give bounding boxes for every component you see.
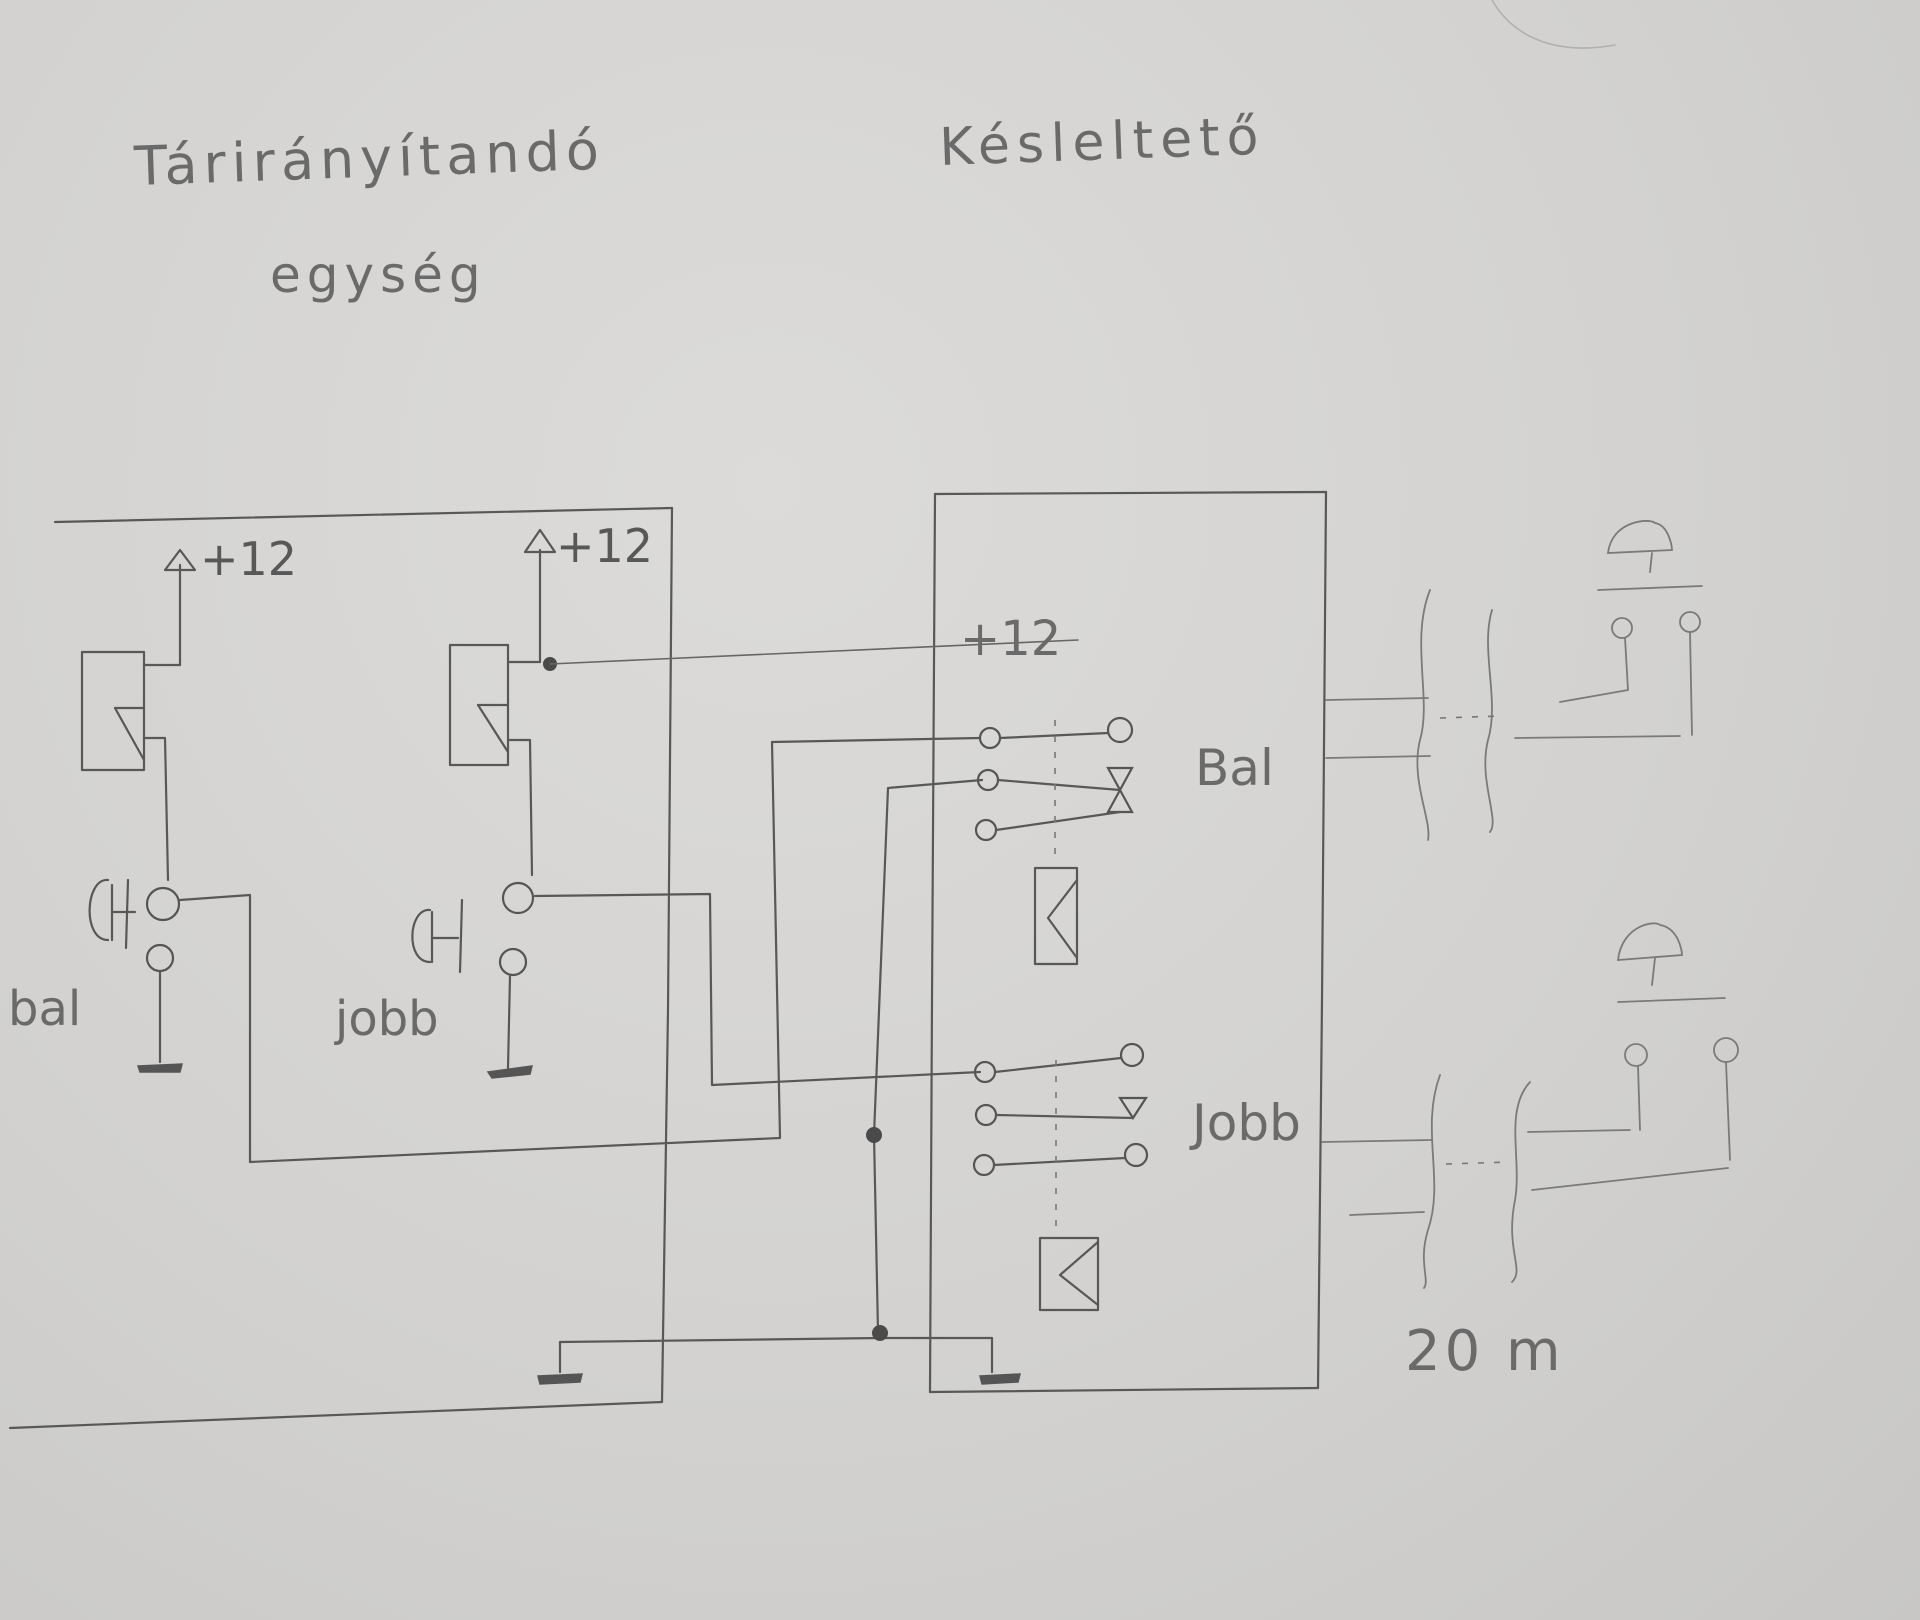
- supply-label-left-1: +12: [200, 532, 297, 586]
- relay-label-bal: Bal: [1195, 739, 1274, 797]
- cable-jobb: 20 m: [1321, 922, 1739, 1384]
- paper-mark: [1491, 0, 1616, 49]
- switch-right: jobb: [334, 881, 535, 1079]
- cable-bal: [1325, 520, 1703, 841]
- interconnect-wires: +12: [178, 611, 1079, 1385]
- title-left-line2: egység: [270, 246, 487, 304]
- transistor-left: +12: [80, 532, 297, 882]
- supply-label-left-2: +12: [556, 519, 653, 573]
- relay-label-jobb: Jobb: [1189, 1094, 1301, 1152]
- transistor-right: +12: [448, 519, 653, 877]
- relay-jobb: Jobb: [972, 1042, 1301, 1312]
- relay-bal: Bal: [974, 716, 1274, 966]
- title-right: Késleltető: [938, 107, 1266, 178]
- cable-length-label: 20 m: [1405, 1319, 1565, 1384]
- left-unit-box: [8, 506, 674, 1430]
- right-unit-box: [928, 490, 1328, 1394]
- title-left-line1: Tárirányítandó: [132, 119, 606, 198]
- supply-label-right: +12: [960, 611, 1061, 667]
- switch-label-left: bal: [8, 981, 81, 1037]
- switch-label-right: jobb: [334, 991, 439, 1047]
- switch-left: bal: [8, 878, 183, 1073]
